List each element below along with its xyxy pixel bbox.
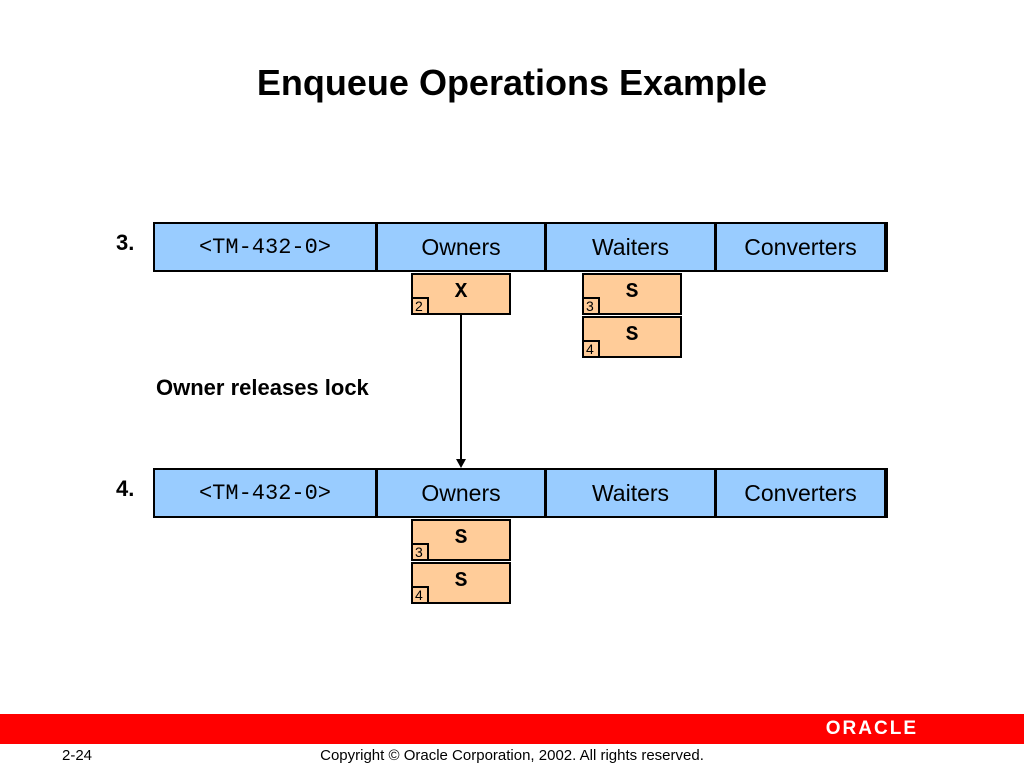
waiter-lock-step-3-b: S 4 — [582, 316, 682, 358]
waiters-header: Waiters — [547, 224, 714, 270]
resource-name: <TM-432-0> — [155, 224, 375, 270]
resource-name: <TM-432-0> — [155, 470, 375, 516]
transition-note: Owner releases lock — [156, 375, 369, 400]
step-number-3: 3. — [116, 230, 135, 255]
owner-lock-step-4-b: S 4 — [411, 562, 511, 604]
session-id: 3 — [411, 543, 429, 561]
lock-mode: S — [454, 527, 468, 550]
converters-header: Converters — [717, 224, 884, 270]
owners-header: Owners — [378, 224, 544, 270]
slide-title: Enqueue Operations Example — [256, 62, 768, 103]
resource-bar-step-3: <TM-432-0> Owners Waiters Converters — [153, 222, 888, 272]
lock-mode: X — [454, 281, 468, 304]
owners-header: Owners — [378, 470, 544, 516]
session-id: 4 — [582, 340, 600, 358]
lock-mode: S — [625, 281, 639, 304]
lock-mode: S — [454, 570, 468, 593]
session-id: 3 — [582, 297, 600, 315]
owner-lock-step-3: X 2 — [411, 273, 511, 315]
step-number-4: 4. — [116, 476, 135, 501]
resource-bar-step-4: <TM-432-0> Owners Waiters Converters — [153, 468, 888, 518]
session-id: 4 — [411, 586, 429, 604]
converters-header: Converters — [717, 470, 884, 516]
arrow-head — [456, 459, 466, 468]
oracle-logo: ORACLE — [825, 718, 918, 739]
waiters-header: Waiters — [547, 470, 714, 516]
owner-lock-step-4-a: S 3 — [411, 519, 511, 561]
footer-bar: ORACLE — [0, 714, 1024, 744]
copyright-text: Copyright © Oracle Corporation, 2002. Al… — [320, 747, 704, 764]
waiter-lock-step-3-a: S 3 — [582, 273, 682, 315]
page-number: 2-24 — [62, 747, 93, 764]
session-id: 2 — [411, 297, 429, 315]
lock-mode: S — [625, 324, 639, 347]
